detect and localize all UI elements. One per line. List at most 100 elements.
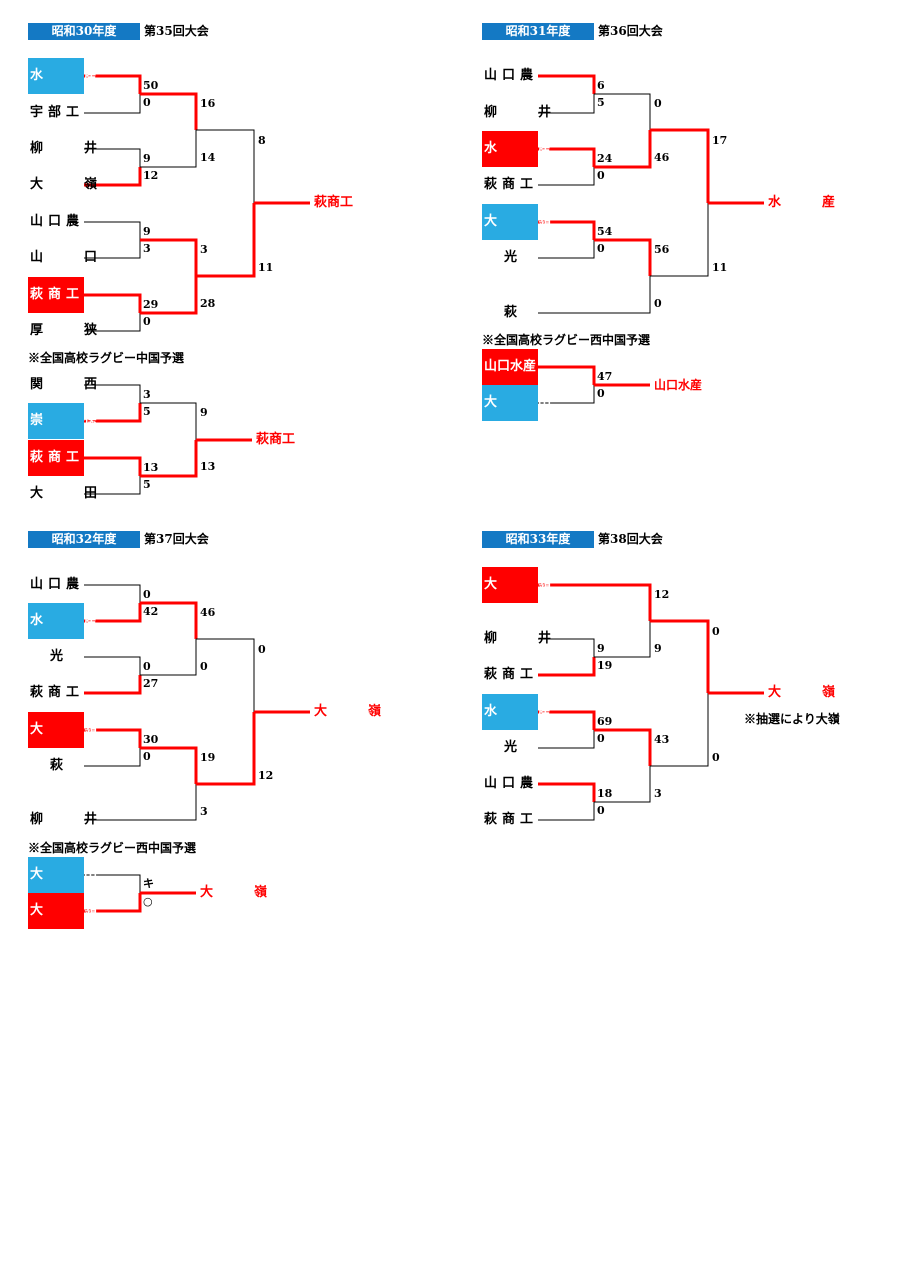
- b35-team-3: 柳 井: [30, 141, 112, 156]
- b38-line-s2: [594, 728, 652, 766]
- b38-score-r2-1: 12: [654, 588, 670, 601]
- b36-line-t5: [538, 240, 595, 259]
- b38-score-r2-2: 9: [654, 642, 662, 655]
- b35-score-r1-1: 50: [143, 79, 159, 92]
- b37-team-6: 萩: [50, 758, 64, 773]
- b36-line-f1: [650, 203, 709, 277]
- b35-line-s1: [140, 130, 197, 168]
- b35-line-t3: [84, 167, 142, 187]
- b36-team-1: 山口農: [484, 68, 539, 83]
- b38-team-6: 山口農: [484, 776, 539, 791]
- b36-line-s3: [538, 276, 651, 314]
- b36-score-r1-5: 54: [597, 225, 613, 238]
- b36-team-2: 柳 井: [484, 105, 566, 120]
- b37-sub-champion: 大 嶺: [200, 885, 282, 900]
- b37-score-final-2: 12: [258, 769, 274, 782]
- b35-score-r1-7: 29: [143, 298, 159, 311]
- b35-sub-score-3: 13: [143, 461, 159, 474]
- b35-score-r1-2: 0: [143, 96, 151, 109]
- b37-score-final-1: 0: [258, 643, 266, 656]
- b38-score-r1-4: 0: [597, 732, 605, 745]
- b35-score-final-2: 11: [258, 261, 274, 274]
- b35-champion: 萩商工: [314, 195, 354, 210]
- b37-team-5: 大 嶺: [28, 712, 97, 748]
- b36-team-6: 光: [504, 250, 518, 265]
- b37-line-f1: [196, 712, 256, 786]
- b37-edition-label: 第37回大会: [144, 532, 209, 546]
- b35-sub-score-final-1: 9: [200, 406, 208, 419]
- b38-line-t6: [538, 802, 595, 821]
- b38-score-final-2: 0: [712, 751, 720, 764]
- b37-score-r1-6: 0: [143, 750, 151, 763]
- b35-line-t4: [84, 221, 141, 240]
- b38-era-label: 昭和33年度: [482, 531, 594, 548]
- b36-line-f0: [650, 128, 710, 203]
- b36-score-r1-3: 24: [597, 152, 613, 165]
- b37-line-t5: [84, 748, 141, 767]
- b36-sub-score-1: 47: [597, 370, 613, 383]
- b37-score-r1-1: 0: [143, 588, 151, 601]
- b35-score-r2-4: 28: [200, 297, 216, 310]
- b36-sub-line-t1: [538, 385, 595, 404]
- b37-team-1: 山口農: [30, 577, 85, 592]
- b35-score-r1-8: 0: [143, 315, 151, 328]
- b36-score-r1-6: 0: [597, 242, 605, 255]
- b36-line-t3: [538, 167, 595, 186]
- b37-era-label: 昭和32年度: [28, 531, 140, 548]
- b36-line-t0: [538, 74, 596, 94]
- b35-sub-champion: 萩商工: [256, 432, 296, 447]
- b36-line-s0: [594, 93, 651, 130]
- b38-score-r1-6: 0: [597, 804, 605, 817]
- b36-score-final-1: 17: [712, 134, 728, 147]
- b35-line-s2: [140, 238, 198, 276]
- b36-score-r1-4: 0: [597, 169, 605, 182]
- b36-sub-line-t0: [538, 365, 596, 385]
- b35-team-2: 宇部工: [30, 105, 85, 120]
- b36-sub-title: ※全国高校ラグビー西中国予選: [482, 333, 651, 347]
- b36-sub-score-2: 0: [597, 387, 605, 400]
- b38-team-3: 萩商工: [484, 667, 539, 682]
- b38-team-5: 光: [504, 740, 518, 755]
- b37-line-s2: [140, 746, 198, 784]
- b37-line-f0: [196, 638, 255, 712]
- b38-score-final-1: 0: [712, 625, 720, 638]
- b37-score-r2-3: 19: [200, 751, 216, 764]
- b38-team-7: 萩商工: [484, 812, 539, 827]
- b38-line-f1: [650, 693, 709, 767]
- b35-score-r1-4: 12: [143, 169, 159, 182]
- b36-team-5: 大 嶺: [482, 204, 551, 240]
- b38-score-r2-3: 43: [654, 733, 670, 746]
- b38-team-4: 水 産: [482, 694, 551, 730]
- b35-score-r1-6: 3: [143, 242, 151, 255]
- b37-team-3: 光: [50, 649, 64, 664]
- b37-sub-line-t0: [84, 874, 141, 893]
- b35-score-r2-2: 14: [200, 151, 216, 164]
- b37-sub-team-1: 大 田: [28, 857, 97, 893]
- b37-champion: 大 嶺: [314, 704, 396, 719]
- b35-score-r1-3: 9: [143, 152, 151, 165]
- b38-line-s3: [594, 766, 651, 803]
- b35-line-t0: [84, 74, 142, 94]
- b35-team-6: 山 口: [30, 250, 112, 265]
- b36-sub-champion: 山口水産: [654, 378, 703, 392]
- b35-sub-team-3: 萩商工: [28, 440, 84, 476]
- b37-team-4: 萩商工: [30, 685, 85, 700]
- b38-edition-label: 第38回大会: [598, 532, 663, 546]
- b38-line-t3: [538, 710, 596, 730]
- b36-line-t1: [538, 94, 595, 114]
- b38-team-1: 大 嶺: [482, 567, 551, 603]
- b36-line-t2: [538, 147, 596, 167]
- b38-line-t0: [538, 583, 652, 621]
- b35-line-f1: [196, 203, 256, 278]
- b36-team-3: 水 産: [482, 131, 551, 167]
- b35-line-t5: [84, 240, 141, 259]
- b37-score-r2-4: 3: [200, 805, 208, 818]
- b35-line-t2: [84, 148, 141, 167]
- b38-lottery-note: ※抽選により大嶺: [744, 712, 840, 726]
- b37-sub-score-1: キ: [143, 877, 154, 890]
- b37-sub-score-2: ○: [143, 895, 153, 908]
- b35-sub-line-t2: [84, 456, 142, 476]
- b35-score-r2-1: 16: [200, 97, 216, 110]
- b35-line-t7: [84, 313, 141, 332]
